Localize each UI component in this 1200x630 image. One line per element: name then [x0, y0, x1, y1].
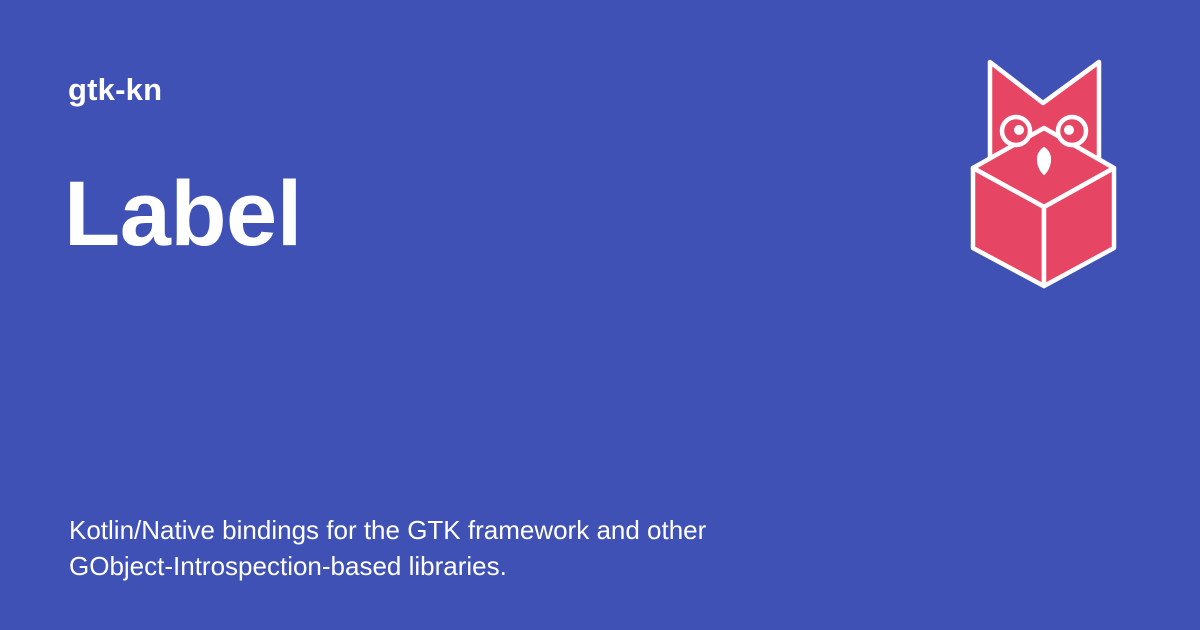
page-title: Label — [64, 163, 302, 265]
site-name: gtk-kn — [68, 72, 163, 107]
page-description: Kotlin/Native bindings for the GTK frame… — [69, 512, 829, 584]
owl-on-box-icon — [962, 54, 1126, 294]
description-line-1: Kotlin/Native bindings for the GTK frame… — [69, 515, 707, 545]
description-line-2: GObject-Introspection-based libraries. — [69, 551, 507, 581]
